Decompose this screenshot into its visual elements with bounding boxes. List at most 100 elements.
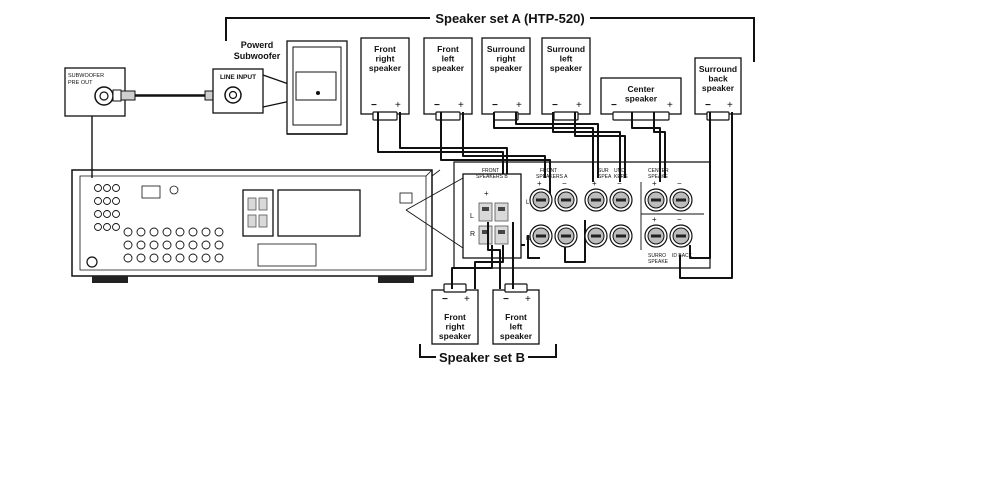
binding-post-icon [644, 188, 668, 212]
subwoofer-title-1: Powerd [241, 40, 274, 50]
speaker-surround-back-label-3: speaker [702, 83, 735, 93]
binding-post-icon [584, 224, 608, 248]
rca-jack-icon [214, 227, 224, 237]
rca-jack-icon [103, 223, 111, 231]
panel-polarity-label: − [677, 215, 682, 224]
powered-subwoofer: Powerd Subwoofer [234, 40, 348, 135]
speaker-front-left-label-1: Front [437, 44, 459, 54]
minus-terminal-label: − [492, 100, 498, 111]
rca-jack-icon [112, 197, 120, 205]
subwoofer-cable [112, 89, 220, 102]
speaker-surround-right-label-1: Surround [487, 44, 525, 54]
subwoofer-line-input-panel: LINE INPUT [212, 68, 301, 114]
am-terminal-icon [169, 185, 179, 195]
minus-terminal-label: − [434, 100, 440, 111]
rca-jack-icon [112, 223, 120, 231]
speaker-front-right-label-2: right [376, 54, 395, 64]
rca-jack-icon [136, 240, 146, 250]
speaker-front-left-label-2: left [442, 54, 455, 64]
binding-post-icon [554, 224, 578, 248]
speaker-set-a-label: Speaker set A (HTP-520) [435, 11, 584, 26]
rca-jack-icon [94, 210, 102, 218]
rca-jack-icon [214, 253, 224, 263]
speaker-terminal-icon [372, 111, 398, 121]
plus-terminal-label: + [395, 100, 401, 111]
rca-jack-icon [123, 240, 133, 250]
panel-polarity-label: + [537, 179, 542, 188]
speaker-surround-left-label-2: left [560, 54, 573, 64]
rca-jack-icon [123, 253, 133, 263]
speaker-surround-right-label-3: speaker [490, 63, 523, 73]
rca-jack-icon [188, 253, 198, 263]
speaker-surround-left-label-3: speaker [550, 63, 583, 73]
rca-jack-icon [201, 253, 211, 263]
center-label-1: CENTER [648, 168, 669, 174]
speaker-front-right-label-3: speaker [369, 63, 402, 73]
rca-jack-icon [94, 184, 102, 192]
rca-jack-icon [112, 210, 120, 218]
subwoofer-out-jack-icon [86, 256, 98, 268]
rca-jack-icon [136, 253, 146, 263]
terminal-r-label: R [470, 231, 475, 238]
rca-jack-icon [162, 253, 172, 263]
rca-jack-icon [94, 223, 102, 231]
minus-terminal-label: − [705, 100, 711, 111]
speaker-terminal-icon [443, 283, 467, 293]
binding-post-icon [669, 224, 693, 248]
binding-posts: +−+−+−+−LR [526, 179, 693, 248]
binding-post-icon [584, 188, 608, 212]
sur-label-2: SPEA [598, 174, 612, 180]
rca-jack-icon [149, 227, 159, 237]
rca-jack-icon [136, 227, 146, 237]
front-a-label-1: FRONT [540, 168, 557, 174]
rca-jack-icon [201, 227, 211, 237]
sur-suffix-2: KERS [614, 174, 628, 180]
speaker-surround-back-label-2: back [708, 74, 728, 84]
rca-jack-icon [94, 197, 102, 205]
surback-label-1: SURRO [648, 253, 666, 259]
panel-polarity-label: + [652, 179, 657, 188]
front-a-r-label: R [526, 236, 531, 242]
rca-jack-icon [188, 227, 198, 237]
rca-jack-icon [103, 197, 111, 205]
minus-terminal-label: − [442, 294, 448, 305]
subwoofer-pre-out-panel: SUBWOOFER PRE OUT [64, 67, 126, 178]
plus-terminal-label: + [516, 100, 522, 111]
front-a-l-label: L [526, 200, 530, 206]
front-b-label-2: SPEAKERS B [476, 174, 508, 180]
plus-terminal-label: + [576, 100, 582, 111]
av-receiver [71, 169, 464, 283]
speaker-set-b-label: Speaker set B [439, 350, 525, 365]
subwoofer-pre-out-label-2: PRE OUT [68, 80, 93, 86]
panel-polarity-label: − [617, 179, 622, 188]
antenna-terminal-icon [141, 185, 161, 199]
rca-jack-icon [149, 240, 159, 250]
panel-polarity-label: + [652, 215, 657, 224]
rca-jack-icon [175, 227, 185, 237]
speaker-center-label-1: Center [628, 84, 656, 94]
speaker-terminal-icon [493, 111, 519, 121]
panel-plus-sign: + [484, 189, 489, 198]
plus-terminal-label: + [464, 294, 470, 305]
speaker-terminal-icon [435, 111, 461, 121]
binding-post-icon [669, 188, 693, 212]
surback-label-2: SPEAKE [648, 259, 669, 265]
minus-terminal-label: − [503, 294, 509, 305]
front-b-label-1: FRONT [482, 168, 499, 174]
rca-jack-icon [214, 240, 224, 250]
center-label-2: SPEAKE [648, 174, 669, 180]
binding-post-icon [554, 188, 578, 212]
speaker-b-wires [451, 222, 514, 289]
line-input-label: LINE INPUT [220, 74, 256, 81]
sur-label-1: SUR [598, 168, 609, 174]
speaker-front-right-b-label-3: speaker [439, 331, 472, 341]
speaker-front-left-b-label-1: Front [505, 312, 527, 322]
rca-jack-icon [123, 227, 133, 237]
